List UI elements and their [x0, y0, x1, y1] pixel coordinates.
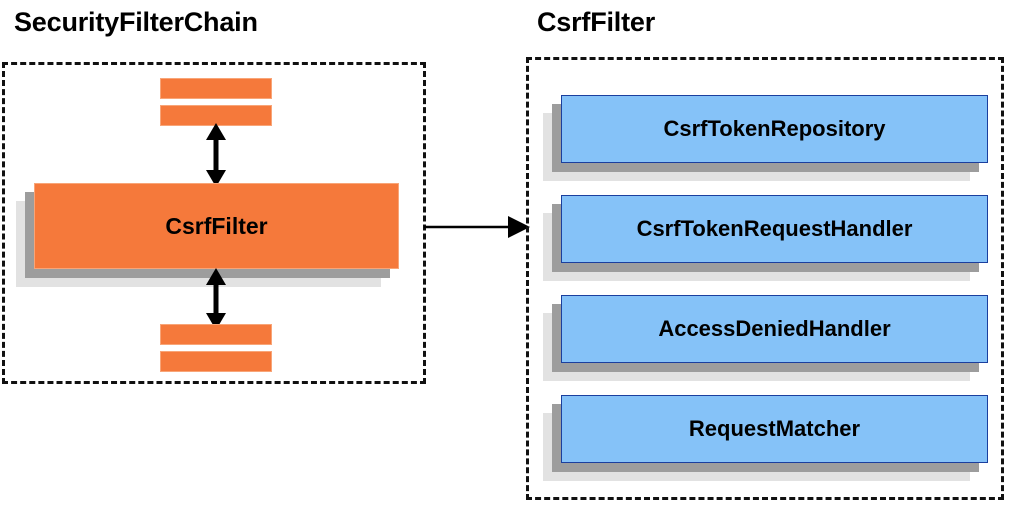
bidirectional-arrow-top — [206, 123, 226, 187]
collaborator-csrf-token-request-handler[interactable]: CsrfTokenRequestHandler — [543, 195, 988, 281]
collaborator-label: CsrfTokenRepository — [561, 95, 988, 163]
csrf-filter-box[interactable]: CsrfFilter — [16, 183, 399, 287]
filter-bar-above-1 — [160, 78, 272, 99]
collaborator-access-denied-handler[interactable]: AccessDeniedHandler — [543, 295, 988, 381]
collaborator-label: RequestMatcher — [561, 395, 988, 463]
collaborator-label: CsrfTokenRequestHandler — [561, 195, 988, 263]
page-title-csrf-filter: CsrfFilter — [537, 7, 656, 37]
page-title-security-filter-chain: SecurityFilterChain — [14, 7, 258, 37]
csrf-filter-box-label: CsrfFilter — [34, 183, 399, 269]
csrffilter-to-detail-arrow — [424, 216, 530, 238]
security-filter-chain-container — [2, 62, 426, 384]
csrf-filter-detail-container — [526, 57, 1004, 500]
collaborator-csrf-token-repository[interactable]: CsrfTokenRepository — [543, 95, 988, 181]
collaborator-request-matcher[interactable]: RequestMatcher — [543, 395, 988, 481]
bidirectional-arrow-bottom — [206, 268, 226, 330]
filter-bar-below-1 — [160, 324, 272, 345]
filter-bar-below-2 — [160, 351, 272, 372]
collaborator-label: AccessDeniedHandler — [561, 295, 988, 363]
